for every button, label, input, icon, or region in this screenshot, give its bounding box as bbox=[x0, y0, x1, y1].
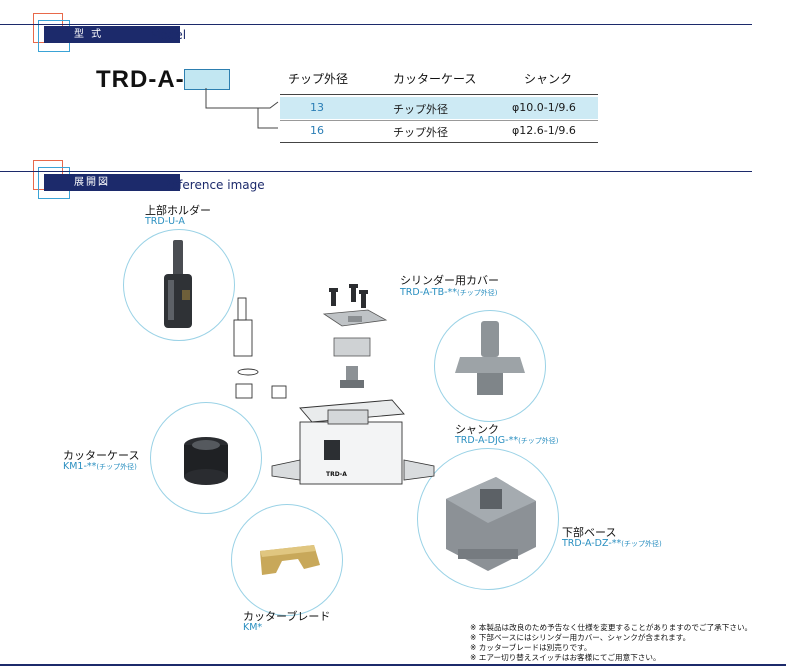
part-code-text: TRD-A-DZ-** bbox=[562, 538, 622, 549]
footer-rule bbox=[0, 664, 786, 666]
note-line: ※ カッターブレードは別売りです。 bbox=[470, 643, 592, 652]
table-header-size: チップ外径 bbox=[288, 72, 349, 86]
table-rule-bottom bbox=[280, 142, 598, 143]
part-code-note: (チップ外径) bbox=[96, 463, 137, 471]
cutter-case-circle bbox=[150, 402, 262, 514]
table-cell-size: 13 bbox=[310, 101, 324, 114]
note-line: ※ エアー切り替えスイッチはお客様にてご用意下さい。 bbox=[470, 653, 661, 662]
cutter-case-image bbox=[184, 437, 228, 485]
shank-circle bbox=[434, 310, 546, 422]
part-code-note: (チップ外径) bbox=[457, 289, 498, 297]
table-cell-case: チップ外径 bbox=[393, 126, 448, 139]
part-code-text: TRD-A-DJG-** bbox=[455, 435, 519, 446]
part-code-cutter-blade: KM* bbox=[243, 622, 263, 633]
lower-base-circle bbox=[417, 448, 559, 590]
table-rule-mid bbox=[280, 120, 598, 121]
part-code-note: (チップ外径) bbox=[621, 540, 662, 548]
part-name-cutter-case: カッターケース bbox=[63, 449, 140, 462]
part-name-shank: シャンク bbox=[455, 423, 499, 436]
part-code-cylinder-cover: TRD-A-TB-**(チップ外径) bbox=[400, 287, 498, 298]
table-row bbox=[280, 97, 598, 119]
table-cell-shank: φ12.6-1/9.6 bbox=[512, 124, 576, 137]
upper-holder-image bbox=[164, 240, 192, 328]
base-label: TRD-A bbox=[326, 471, 347, 478]
part-name-lower-base: 下部ベース bbox=[562, 526, 617, 539]
section-rule bbox=[0, 24, 752, 25]
part-code-shank: TRD-A-DJG-**(チップ外径) bbox=[455, 435, 559, 446]
connector-lines bbox=[205, 88, 279, 129]
upper-holder-circle bbox=[123, 229, 235, 341]
part-code-upper-holder: TRD-U-A bbox=[145, 216, 185, 227]
section-title-reference: 展開図 bbox=[44, 174, 180, 191]
section-rule bbox=[0, 171, 752, 172]
shank-image bbox=[455, 321, 525, 395]
part-code-cutter-case: KM1-**(チップ外径) bbox=[63, 461, 137, 472]
exploded-assembly-image: TRD-A bbox=[233, 284, 435, 485]
table-cell-size: 16 bbox=[310, 124, 324, 137]
part-code-text: TRD-A-TB-** bbox=[400, 287, 458, 298]
part-name-upper-holder: 上部ホルダー bbox=[145, 204, 211, 217]
part-name-cylinder-cover: シリンダー用カバー bbox=[400, 274, 499, 287]
notes: ※ 本製品は改良のため予告なく仕様を変更することがありますのでご了承下さい。 ※… bbox=[470, 623, 752, 663]
part-name-cutter-blade: カッターブレード bbox=[243, 610, 331, 623]
section-title-model: 型 式 bbox=[44, 26, 180, 43]
cutter-blade-circle bbox=[231, 504, 343, 616]
table-rule-top bbox=[280, 94, 598, 95]
table-header-shank: シャンク bbox=[524, 72, 573, 86]
table-cell-shank: φ10.0-1/9.6 bbox=[512, 101, 576, 114]
table-header-case: カッターケース bbox=[393, 72, 477, 86]
screws bbox=[329, 284, 368, 308]
note-line: ※ 本製品は改良のため予告なく仕様を変更することがありますのでご了承下さい。 bbox=[470, 623, 753, 632]
lower-base-image bbox=[446, 477, 536, 571]
part-code-lower-base: TRD-A-DZ-**(チップ外径) bbox=[562, 538, 662, 549]
table-cell-case: チップ外径 bbox=[393, 103, 448, 116]
model-code: TRD-A- bbox=[96, 66, 185, 93]
part-code-text: KM1-** bbox=[63, 461, 97, 472]
note-line: ※ 下部ベースにはシリンダー用カバー、シャンクが含まれます。 bbox=[470, 633, 691, 642]
cutter-blade-image bbox=[260, 545, 320, 575]
section-subtitle-reference: Reference image bbox=[163, 178, 265, 192]
section-subtitle-model: Model bbox=[150, 28, 187, 42]
model-code-blank bbox=[184, 69, 230, 90]
part-code-note: (チップ外径) bbox=[518, 437, 559, 445]
